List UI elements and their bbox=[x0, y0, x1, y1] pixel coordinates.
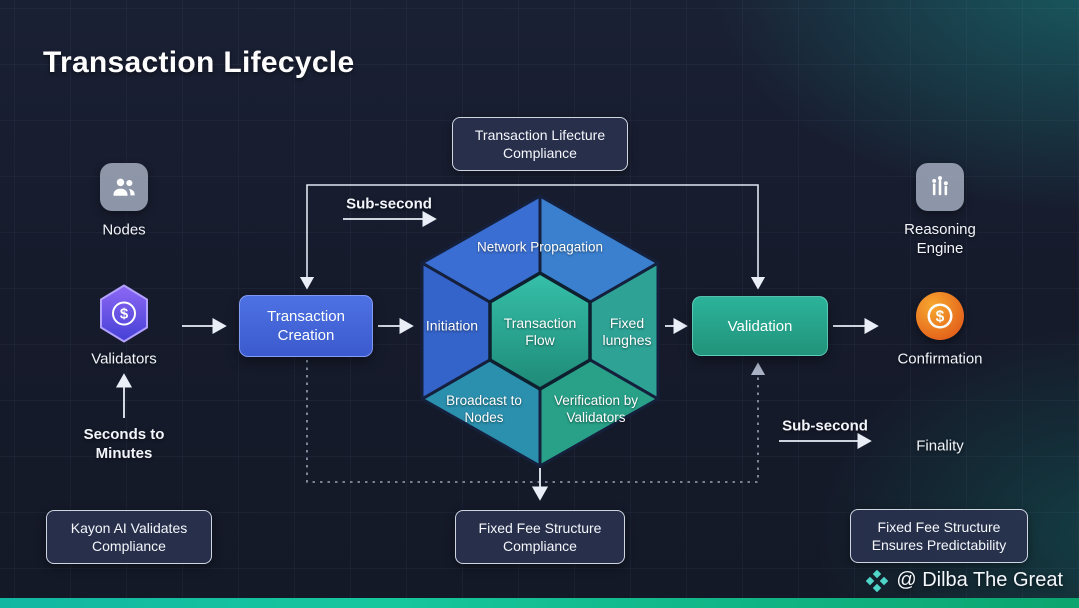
confirmation-icon: $ bbox=[916, 292, 964, 340]
reasoning-engine-icon bbox=[916, 163, 964, 211]
nodes-icon bbox=[100, 163, 148, 211]
sub-second-top-label: Sub-second bbox=[346, 195, 432, 213]
fixed-fee-predictability-box: Fixed Fee Structure Ensures Predictabili… bbox=[850, 509, 1028, 563]
svg-text:$: $ bbox=[936, 309, 945, 326]
fixed-fee-compliance-box: Fixed Fee Structure Compliance bbox=[455, 510, 625, 564]
finality-label: Finality bbox=[916, 437, 964, 455]
sub-second-right-label: Sub-second bbox=[782, 417, 868, 435]
nodes-label: Nodes bbox=[102, 221, 146, 239]
watermark: @ Dilba The Great bbox=[866, 569, 1063, 592]
hexagon-dollar-icon: $ bbox=[100, 284, 148, 343]
analytics-icon bbox=[932, 176, 948, 196]
svg-text:$: $ bbox=[120, 306, 129, 323]
people-icon bbox=[113, 178, 135, 196]
hex-fixed-lunghes-label: Fixed lunghes bbox=[602, 315, 652, 348]
watermark-text: @ Dilba The Great bbox=[896, 569, 1063, 591]
diamond-icon bbox=[866, 569, 889, 592]
top-compliance-box: Transaction Lifecture Compliance bbox=[452, 117, 628, 171]
validation-label: Validation bbox=[727, 317, 793, 335]
reasoning-engine-label: Reasoning Engine bbox=[904, 221, 976, 257]
hex-network-propagation-label: Network Propagation bbox=[476, 239, 604, 255]
validators-icon: $ bbox=[96, 284, 152, 349]
transaction-creation-label: Transaction Creation bbox=[267, 308, 345, 344]
validators-label: Validators bbox=[91, 350, 157, 368]
hex-initiation-label: Initiation bbox=[425, 317, 479, 334]
page-title: Transaction Lifecycle bbox=[43, 46, 355, 79]
transaction-creation-box: Transaction Creation bbox=[239, 295, 373, 357]
coin-dollar-icon: $ bbox=[927, 303, 953, 329]
kayon-compliance-box: Kayon AI Validates Compliance bbox=[46, 510, 212, 564]
seconds-to-minutes-label: Seconds to Minutes bbox=[83, 426, 165, 462]
confirmation-label: Confirmation bbox=[897, 350, 983, 368]
hex-verification-label: Verification by Validators bbox=[553, 393, 639, 425]
hex-broadcast-label: Broadcast to Nodes bbox=[446, 393, 522, 425]
bottom-accent-bar bbox=[0, 598, 1079, 608]
hex-transaction-flow-label: Transaction Flow bbox=[503, 315, 577, 348]
validation-box: Validation bbox=[692, 296, 828, 356]
